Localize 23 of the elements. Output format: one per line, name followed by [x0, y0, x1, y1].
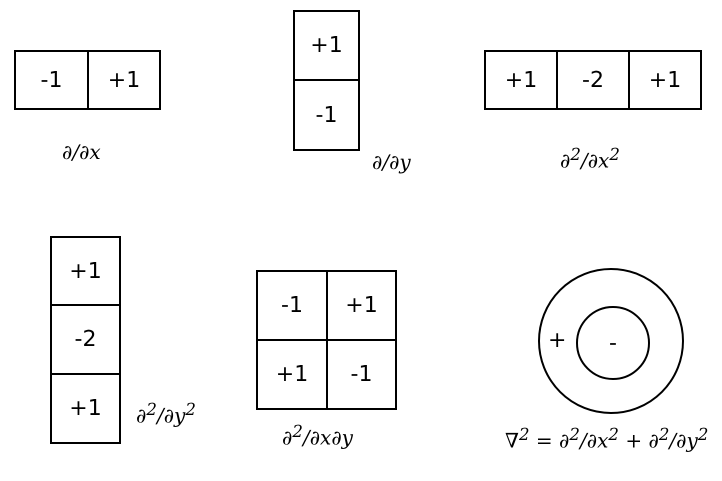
derivative-formula: ∂$^{2}$/∂x$^{2}$: [560, 145, 620, 173]
kernel-cell: +1: [628, 50, 702, 110]
kernel-cell: -1: [14, 50, 89, 110]
kernel-cell: +1: [87, 50, 161, 110]
kernel-cell: +1: [293, 10, 360, 81]
kernel-cell: +1: [50, 373, 121, 444]
kernel-cell: -2: [50, 304, 121, 375]
derivative-formula: ∂$^{2}$/∂x∂y: [282, 422, 353, 450]
kernel-cell: -2: [556, 50, 630, 110]
kernel-cell: +1: [256, 339, 328, 410]
inner-circle: -: [576, 306, 650, 380]
kernel-cell: +1: [50, 236, 121, 306]
derivative-formula: ∇$^{2}$ = ∂$^{2}$/∂x$^{2}$ + ∂$^{2}$/∂y$^{2}$: [505, 425, 708, 453]
derivative-formula: ∂/∂y: [372, 150, 411, 174]
kernel-cell: +1: [326, 270, 397, 341]
plus-sign: +: [548, 328, 566, 353]
derivative-formula: ∂/∂x: [62, 140, 101, 164]
kernel-cell: -1: [256, 270, 328, 341]
kernel-cell: +1: [484, 50, 558, 110]
outer-circle: [538, 268, 684, 414]
kernel-cell: -1: [326, 339, 397, 410]
kernel-cell: -1: [293, 79, 360, 151]
derivative-formula: ∂$^{2}$/∂y$^{2}$: [136, 400, 196, 428]
